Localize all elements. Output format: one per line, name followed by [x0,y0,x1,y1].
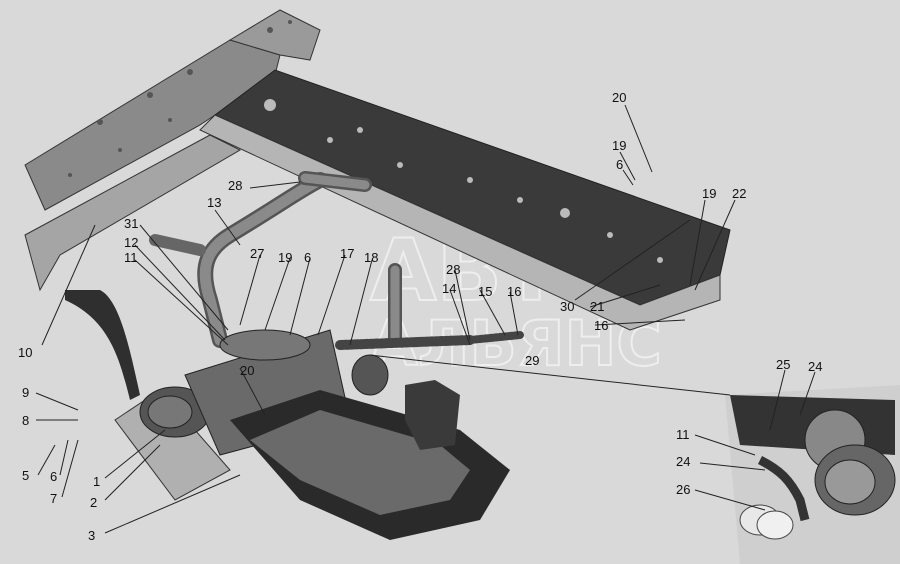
callout-label: 17 [340,246,354,261]
cab-floor-plate [24,9,321,292]
callout-label: 1 [93,474,100,489]
callout-label: 7 [50,491,57,506]
callout-label: 28 [446,262,460,277]
callout-label: 19 [612,138,626,153]
callout-label: 3 [88,528,95,543]
callout-labels: 20 19 6 19 22 28 13 31 12 11 27 19 6 17 … [18,90,822,543]
callout-label: 13 [207,195,221,210]
callout-label: 19 [702,186,716,201]
callout-label: 11 [124,250,138,265]
callout-label: 20 [612,90,626,105]
leader-lines [35,104,816,534]
callout-label: 27 [250,246,264,261]
callout-label: 24 [808,359,822,374]
callout-label: 30 [560,299,574,314]
callout-label: 20 [240,363,254,378]
callout-label: 6 [304,250,311,265]
callout-label: 31 [124,216,138,231]
callout-label: 5 [22,468,29,483]
callout-label: 24 [676,454,690,469]
callout-label: 10 [18,345,32,360]
callout-label: 8 [22,413,29,428]
callout-label: 16 [594,318,608,333]
exhaust-pipes [149,171,524,350]
callout-label: 21 [590,299,604,314]
callout-label: 25 [776,357,790,372]
callout-label: 22 [732,186,746,201]
callout-label: 12 [124,235,138,250]
bracket-and-heater [65,290,389,501]
callout-label: 11 [676,427,690,442]
tank-assembly [230,380,510,540]
frame-side-member [199,69,731,331]
callout-label: 29 [525,353,539,368]
callout-label: 15 [478,284,492,299]
callout-label: 9 [22,385,29,400]
callout-label: 16 [507,284,521,299]
callout-label: 6 [616,157,623,172]
inset-detail [725,385,900,564]
callout-label: 26 [676,482,690,497]
callout-label: 2 [90,495,97,510]
callout-label: 28 [228,178,242,193]
callout-label: 6 [50,469,57,484]
callout-label: 19 [278,250,292,265]
callout-label: 14 [442,281,456,296]
callout-label: 18 [364,250,378,265]
